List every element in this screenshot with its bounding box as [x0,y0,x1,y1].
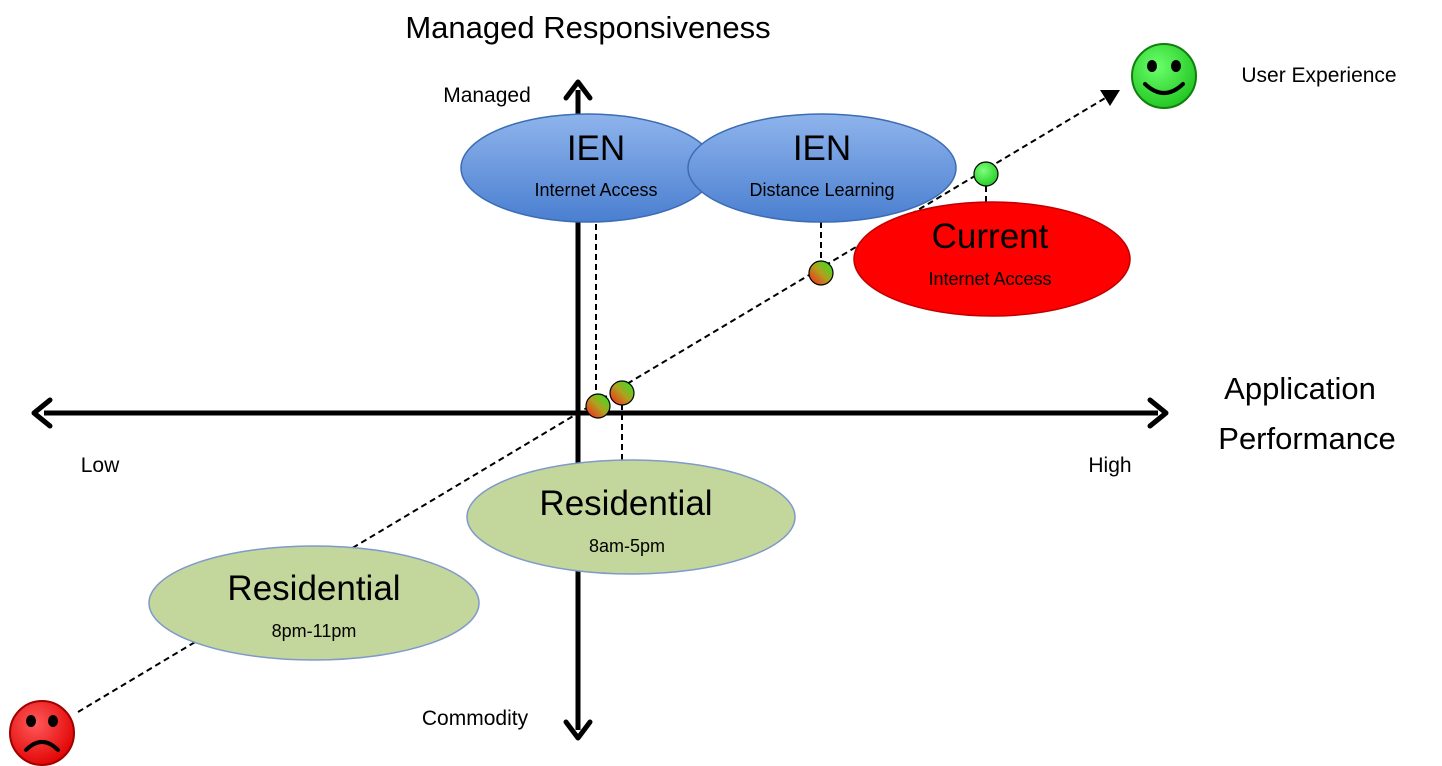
x-axis-title-line2: Performance [1218,421,1395,456]
residential-evening-ellipse: Residential 8pm-11pm [148,545,480,661]
x-axis-right-label: High [1088,454,1131,477]
residential-evening-subtitle: 8pm-11pm [272,621,357,641]
residential-evening-title: Residential [227,569,400,608]
y-axis-up-arrow-icon [563,79,593,101]
x-axis-right-arrow-icon [1147,397,1169,429]
x-axis-title-line1: Application [1224,371,1376,406]
marker-ien-internet [585,393,611,419]
marker-residential-day [609,380,635,406]
ien-internet-title: IEN [567,129,625,168]
x-axis-left-arrow-icon [31,397,53,429]
frowning-face-icon [9,700,75,766]
marker-current-internet [973,161,999,187]
ien-distance-subtitle: Distance Learning [749,180,894,200]
y-axis-down-arrow-icon [563,719,593,741]
x-axis-left-label: Low [81,454,120,477]
y-axis-bottom-label: Commodity [422,707,529,730]
ien-distance-title: IEN [793,129,851,168]
trend-markers [585,161,999,419]
trend-arrowhead-icon [1100,90,1120,106]
residential-day-subtitle: 8am-5pm [589,536,665,556]
residential-daytime-ellipse: Residential 8am-5pm [466,459,796,575]
user-experience-label: User Experience [1241,64,1396,87]
ien-internet-access-ellipse: IEN Internet Access [460,113,716,223]
current-subtitle: Internet Access [928,269,1051,289]
current-internet-access-ellipse: Current Internet Access [853,201,1131,317]
smiley-face-icon [1131,43,1197,109]
residential-day-title: Residential [539,484,712,523]
current-title: Current [932,217,1049,256]
y-axis-top-label: Managed [443,84,531,107]
y-axis-title: Managed Responsiveness [405,10,770,45]
marker-ien-distance [808,260,834,286]
ien-distance-learning-ellipse: IEN Distance Learning [687,113,957,223]
ien-internet-subtitle: Internet Access [534,180,657,200]
